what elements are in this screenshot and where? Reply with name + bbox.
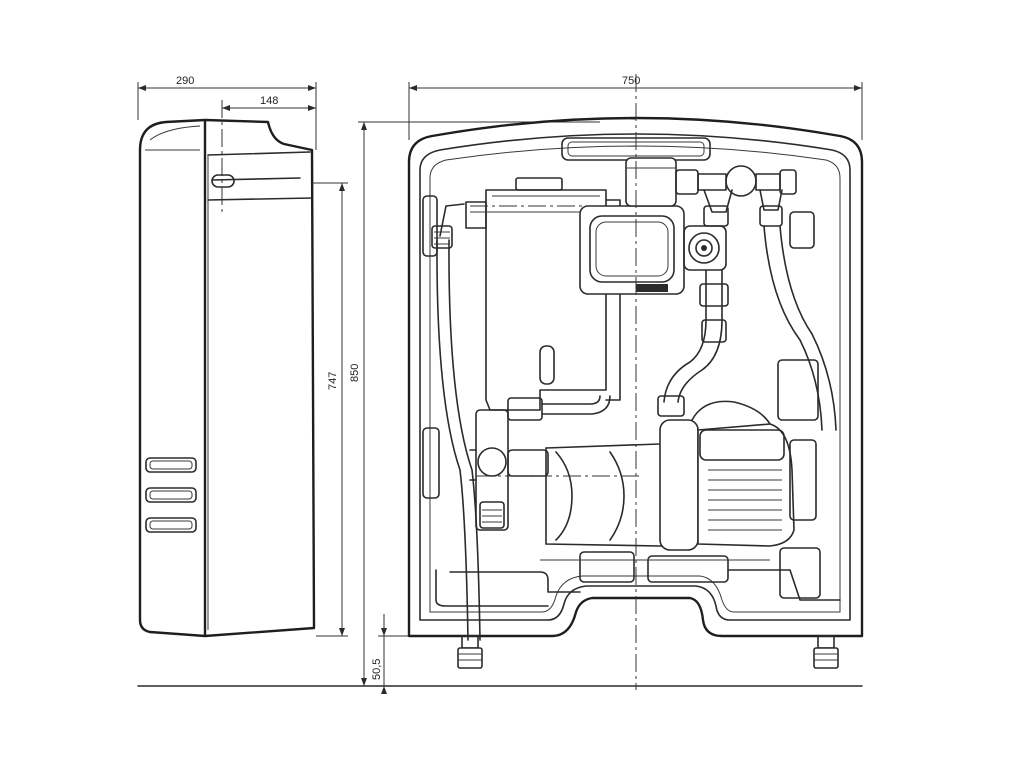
side-view [138, 100, 316, 638]
front-view [407, 74, 864, 690]
right-foot [813, 635, 839, 669]
base-tray [435, 547, 841, 607]
dim-label-747: 747 [327, 372, 339, 390]
pressure-gauge [683, 225, 727, 271]
dimension-50-5: 50,5 [371, 614, 460, 694]
left-hose [431, 203, 481, 641]
dim-label-290: 290 [176, 75, 194, 87]
dimension-290: 290 [137, 75, 317, 150]
motor-fins [708, 469, 782, 531]
pump-hose [657, 269, 729, 417]
control-box [579, 157, 685, 295]
vent-slots [145, 457, 197, 533]
left-foot [457, 635, 483, 669]
top-manifold [675, 165, 797, 227]
right-hose [763, 211, 837, 431]
dim-label-750: 750 [622, 75, 640, 87]
dimension-148: 148 [222, 95, 316, 111]
dim-label-50-5: 50,5 [371, 659, 383, 680]
dimension-747: 747 [312, 182, 348, 637]
inlet-valve [469, 395, 611, 531]
pump-motor [545, 400, 817, 551]
dimension-850: 850 [349, 121, 600, 686]
dim-label-850: 850 [349, 364, 361, 382]
dim-label-148: 148 [260, 95, 278, 107]
